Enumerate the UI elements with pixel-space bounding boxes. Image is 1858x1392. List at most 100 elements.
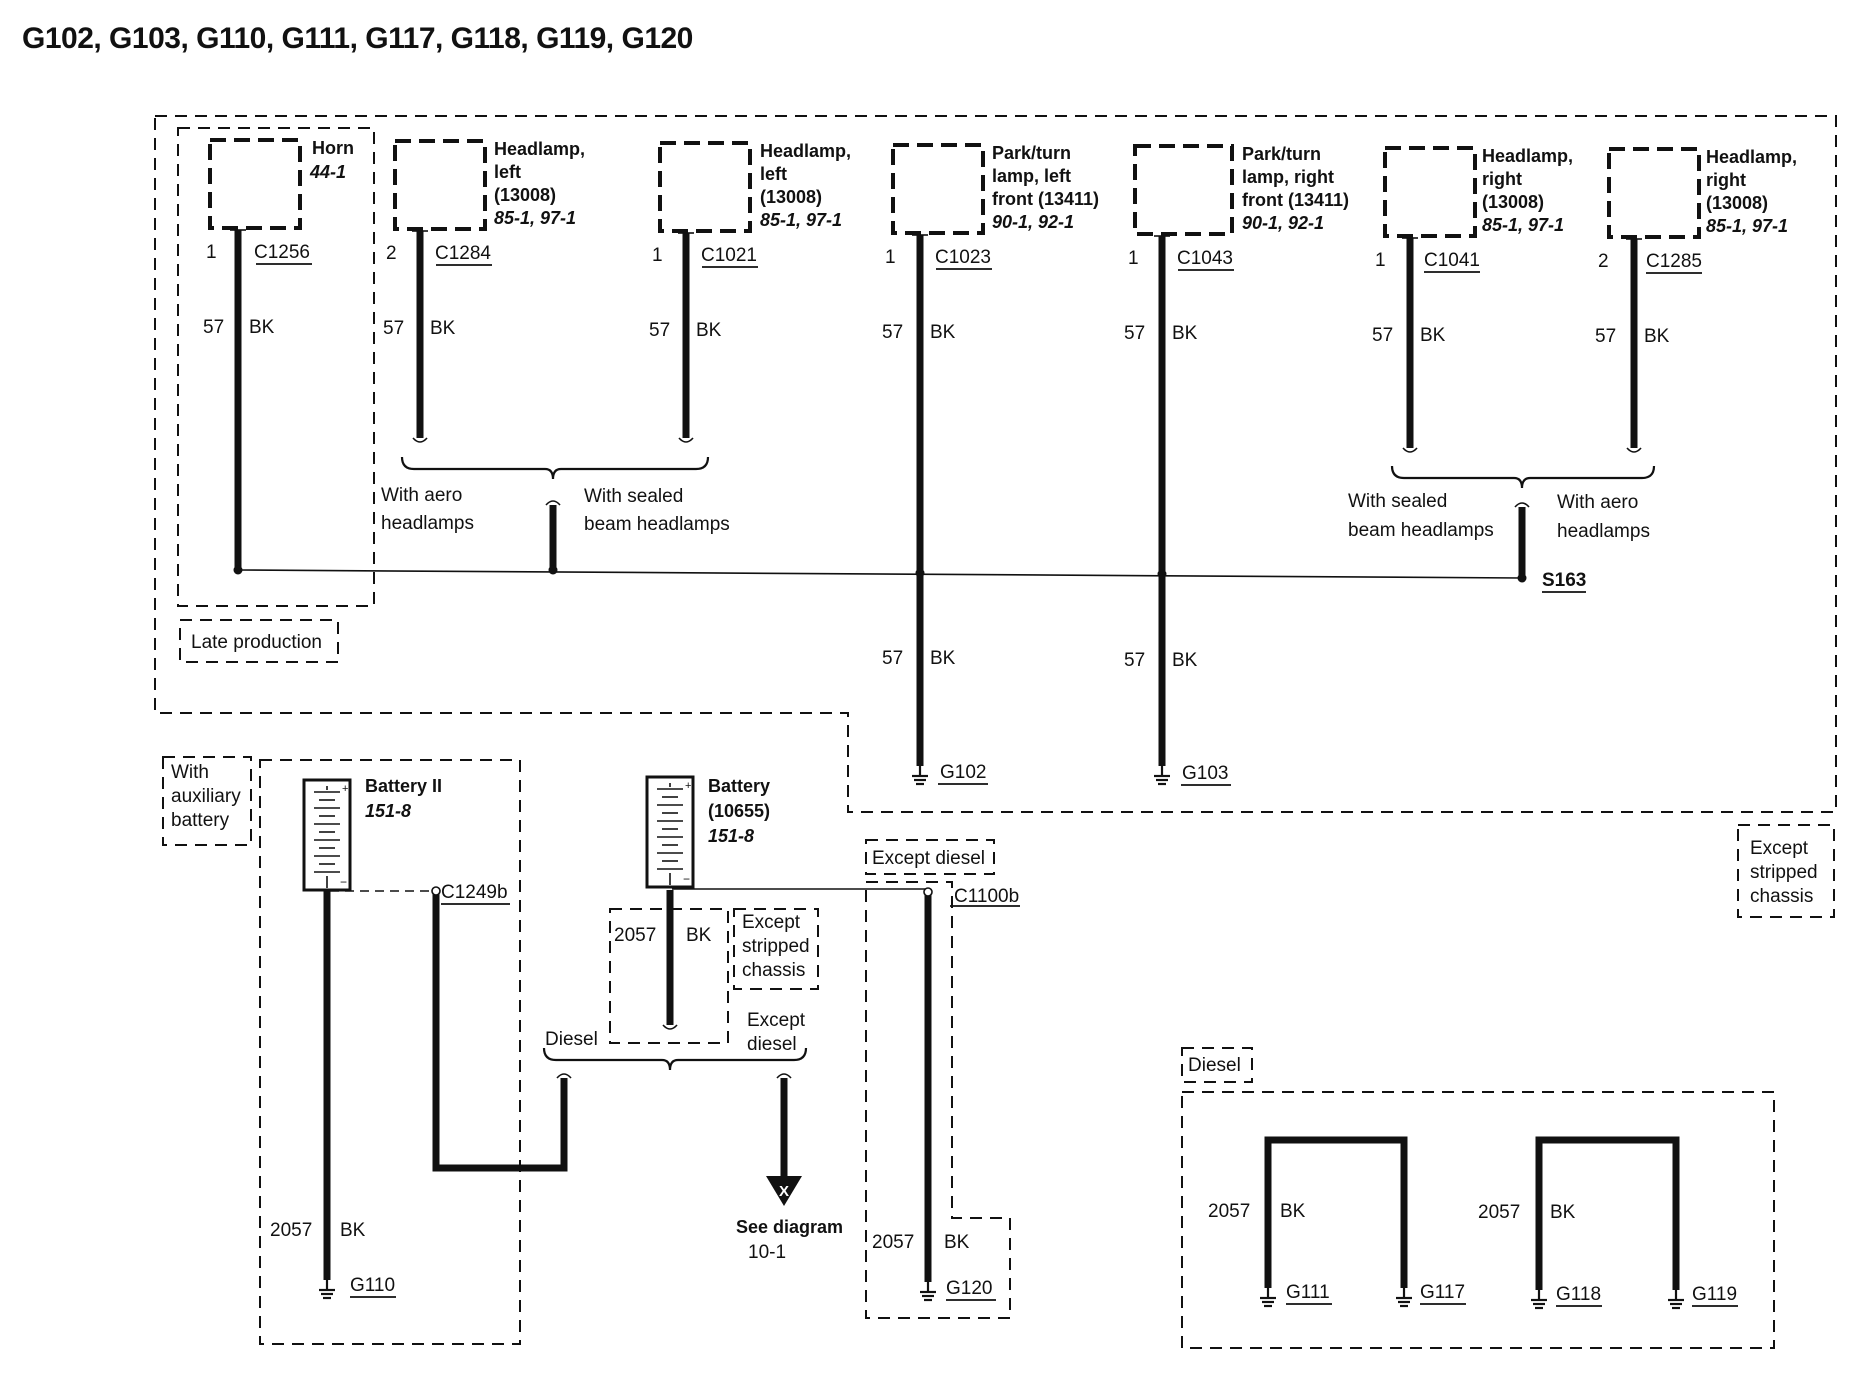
c1249b-wire bbox=[432, 892, 568, 1172]
g102-label: G102 bbox=[940, 762, 986, 783]
hl-right-sealed-name2: right bbox=[1482, 169, 1522, 189]
svg-text:+: + bbox=[342, 783, 348, 795]
park-right-name2: lamp, right bbox=[1242, 167, 1334, 187]
park-right-ref: 90-1, 92-1 bbox=[1242, 213, 1324, 233]
hl-left-aero-name3: (13008) bbox=[494, 185, 556, 205]
park-right-connector: C1043 bbox=[1177, 248, 1233, 269]
battery-icon: + − bbox=[645, 775, 695, 889]
diesel-loop1-circuit: 2057 bbox=[1208, 1201, 1250, 1222]
hl-left-sealed-pin: 1 bbox=[652, 245, 663, 266]
park-right-color: BK bbox=[1172, 323, 1198, 344]
diesel-ground-loop-2 bbox=[1535, 1136, 1680, 1290]
park-left-name2: lamp, left bbox=[992, 166, 1071, 186]
horn-pin: 1 bbox=[206, 242, 217, 263]
battery-ref: 151-8 bbox=[708, 826, 754, 846]
with-aero-left-1: With aero bbox=[381, 485, 462, 506]
hl-right-sealed-pin: 1 bbox=[1375, 250, 1386, 271]
diesel-label-box bbox=[1181, 1047, 1253, 1083]
hl-left-sealed-name2: left bbox=[760, 164, 787, 184]
g118-label: G118 bbox=[1556, 1284, 1601, 1305]
except-diesel-frame bbox=[865, 881, 1011, 1319]
park-right-name1: Park/turn bbox=[1242, 144, 1321, 164]
park-left-circuit: 57 bbox=[882, 322, 903, 343]
battery2-icon: + − bbox=[302, 778, 352, 892]
except-diesel-box-label: Except diesel bbox=[872, 848, 985, 869]
hl-left-sealed-ref: 85-1, 97-1 bbox=[760, 210, 842, 230]
park-left-color: BK bbox=[930, 322, 956, 343]
park-left-connector: C1023 bbox=[935, 247, 991, 268]
ground-bus bbox=[237, 569, 1523, 579]
see-diagram-2: 10-1 bbox=[748, 1242, 786, 1263]
with-aero-right-1: With aero bbox=[1557, 492, 1638, 513]
except-stripped-right-3: chassis bbox=[1750, 886, 1813, 907]
diesel-label: Diesel bbox=[545, 1029, 598, 1050]
except-stripped-frame bbox=[154, 115, 1837, 813]
except-diesel-1: Except bbox=[747, 1010, 806, 1031]
with-sealed-right-2: beam headlamps bbox=[1348, 520, 1494, 541]
except-diesel-2: diesel bbox=[747, 1034, 797, 1055]
late-production-label: Late production bbox=[191, 632, 322, 653]
hl-left-sealed-connector: C1021 bbox=[701, 245, 757, 266]
horn-circuit: 57 bbox=[203, 317, 224, 338]
battery2-ref: 151-8 bbox=[365, 801, 411, 821]
except-stripped-right-2: stripped bbox=[1750, 862, 1818, 883]
except-stripped-right-1: Except bbox=[1750, 838, 1809, 859]
diesel-frame bbox=[1181, 1091, 1775, 1349]
see-diagram-arrow-icon bbox=[766, 1176, 802, 1206]
park-left-color-lower: BK bbox=[930, 648, 956, 669]
horn-connector: C1256 bbox=[254, 242, 310, 263]
except-stripped-mid-2: stripped bbox=[742, 936, 810, 957]
hl-right-aero-circuit: 57 bbox=[1595, 326, 1616, 347]
ground-icons bbox=[319, 766, 1684, 1310]
park-left-ref: 90-1, 92-1 bbox=[992, 212, 1074, 232]
wire-end-curls bbox=[412, 437, 1642, 508]
g117-label: G117 bbox=[1420, 1282, 1465, 1303]
hl-right-aero-name1: Headlamp, bbox=[1706, 147, 1797, 167]
see-diagram-1: See diagram bbox=[736, 1217, 843, 1237]
headlamp-right-aero-component bbox=[1607, 147, 1701, 239]
g120-label: G120 bbox=[946, 1278, 992, 1299]
horn-ref: 44-1 bbox=[309, 162, 346, 182]
right-option-brace bbox=[1390, 465, 1656, 489]
with-aero-left-2: headlamps bbox=[381, 513, 474, 534]
g111-label: G111 bbox=[1286, 1282, 1330, 1303]
hl-left-aero-name1: Headlamp, bbox=[494, 139, 585, 159]
g103-label: G103 bbox=[1182, 763, 1228, 784]
park-left-name1: Park/turn bbox=[992, 143, 1071, 163]
diesel-ground-loop-1 bbox=[1264, 1136, 1408, 1288]
horn-name: Horn bbox=[312, 138, 354, 158]
with-aux-2: auxiliary bbox=[171, 786, 241, 807]
hl-right-sealed-connector: C1041 bbox=[1424, 250, 1480, 271]
hl-right-sealed-ref: 85-1, 97-1 bbox=[1482, 215, 1564, 235]
bus-junction-dots bbox=[233, 565, 1527, 583]
hl-right-aero-connector: C1285 bbox=[1646, 251, 1702, 272]
hl-right-sealed-name3: (13008) bbox=[1482, 192, 1544, 212]
splice-s163: S163 bbox=[1542, 570, 1586, 591]
battery-circuit: 2057 bbox=[614, 925, 656, 946]
c1100b-label: C1100b bbox=[954, 886, 1019, 907]
diesel-loop2-color: BK bbox=[1550, 1202, 1576, 1223]
park-left-name3: front (13411) bbox=[992, 189, 1099, 209]
with-sealed-left-2: beam headlamps bbox=[584, 514, 730, 535]
diesel-loop1-color: BK bbox=[1280, 1201, 1306, 1222]
c1100b-color: BK bbox=[944, 1232, 970, 1253]
connector-tees bbox=[230, 229, 1642, 240]
with-aux-battery-box bbox=[162, 756, 252, 846]
park-right-circuit-lower: 57 bbox=[1124, 650, 1145, 671]
hl-right-sealed-name1: Headlamp, bbox=[1482, 146, 1573, 166]
hl-left-sealed-circuit: 57 bbox=[649, 320, 670, 341]
hl-left-sealed-color: BK bbox=[696, 320, 722, 341]
c1100b-circuit: 2057 bbox=[872, 1232, 914, 1253]
diesel-box-label: Diesel bbox=[1188, 1055, 1241, 1076]
g110-label: G110 bbox=[350, 1275, 395, 1296]
with-aux-1: With bbox=[171, 762, 209, 783]
hl-left-sealed-name1: Headlamp, bbox=[760, 141, 851, 161]
park-left-circuit-lower: 57 bbox=[882, 648, 903, 669]
except-stripped-box-right bbox=[1737, 824, 1835, 918]
aux-battery-frame bbox=[259, 759, 521, 1345]
diesel-option-brace bbox=[542, 1047, 808, 1071]
hl-right-sealed-circuit: 57 bbox=[1372, 325, 1393, 346]
park-right-pin: 1 bbox=[1128, 248, 1139, 269]
svg-text:+: + bbox=[685, 780, 691, 792]
